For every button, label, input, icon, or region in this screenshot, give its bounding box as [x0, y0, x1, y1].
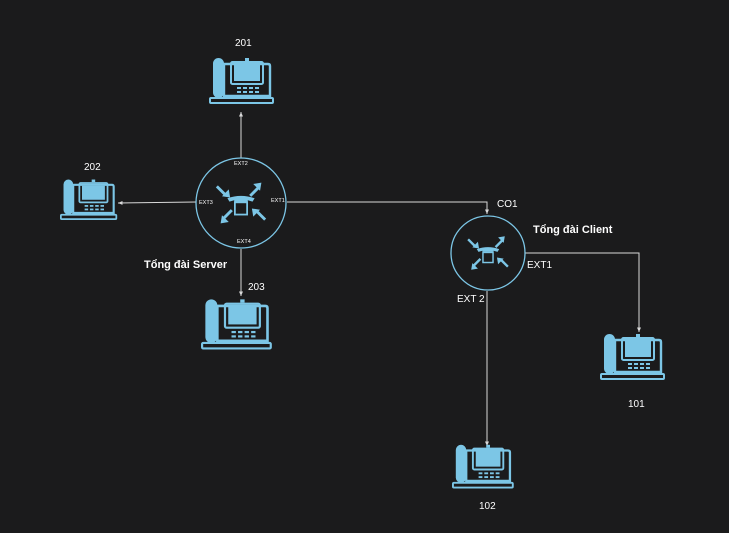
phone-202: 202 [59, 162, 118, 221]
phone-203: 203 [200, 282, 273, 350]
server-port-top: EXT2 [234, 161, 248, 167]
phone-101-label: 101 [628, 399, 645, 410]
server-port-bottom: EXT4 [237, 239, 251, 245]
server-port-left: EXT3 [199, 200, 213, 206]
client-pbx: CO1 Tổng đài Client EXT1 EXT 2 [450, 199, 613, 305]
phone-201-label: 201 [235, 38, 252, 49]
link-client-101 [525, 252, 641, 332]
client-port-co: CO1 [497, 199, 518, 210]
phone-101: 101 [599, 332, 666, 410]
phone-102-label: 102 [479, 501, 496, 512]
phone-202-label: 202 [84, 162, 101, 173]
client-port-bottom: EXT 2 [457, 294, 485, 305]
phone-101-icon [599, 332, 666, 381]
phone-201-icon [208, 56, 275, 105]
server-port-right: EXT1 [271, 198, 285, 204]
phone-102: 102 [451, 443, 514, 512]
connection-lines [117, 112, 641, 446]
phone-203-icon [200, 298, 273, 350]
phone-202-icon [59, 178, 118, 221]
link-server-client [287, 201, 489, 214]
server-label: Tổng đài Server [144, 259, 228, 271]
client-label: Tổng đài Client [533, 224, 613, 236]
phone-203-label: 203 [248, 282, 265, 293]
phone-201: 201 [208, 38, 275, 105]
client-port-right: EXT1 [527, 260, 552, 271]
server-pbx: EXT2 EXT3 EXT1 EXT4 Tổng đài Server [144, 157, 287, 271]
link-server-202 [117, 200, 197, 205]
phone-102-icon [451, 443, 514, 489]
